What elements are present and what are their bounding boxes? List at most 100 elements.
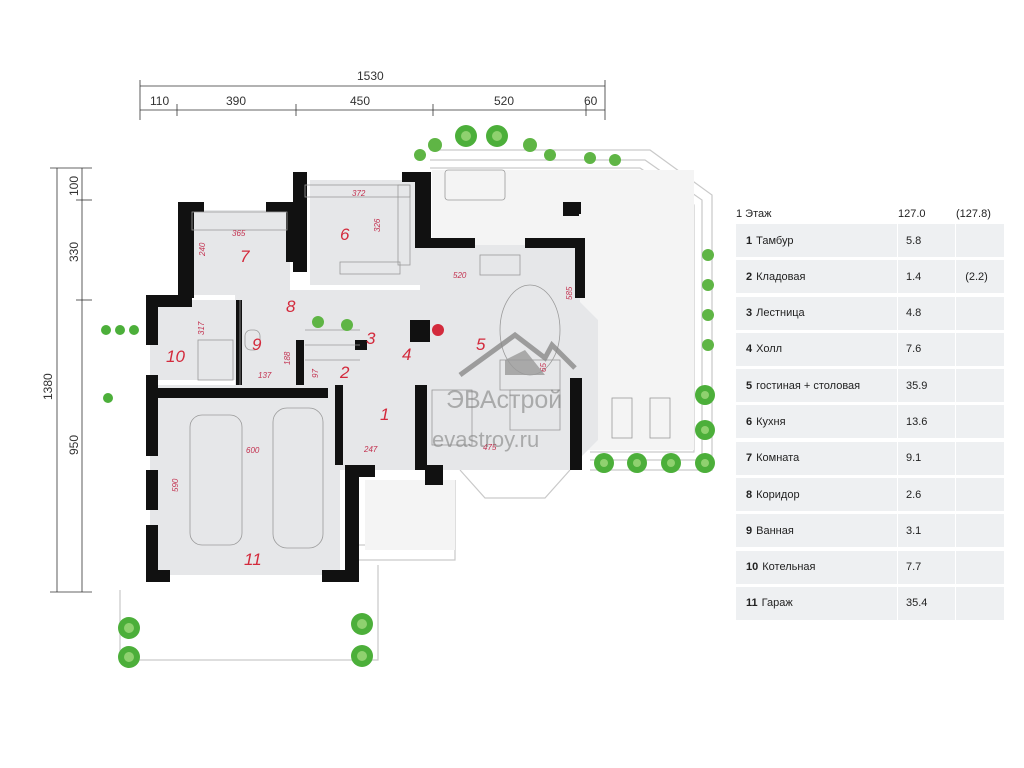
inner-dim: 585 [565,286,574,300]
room-name: Коридор [756,488,800,501]
room-name: Кухня [756,415,786,428]
dim-seg-2: 390 [226,94,246,108]
greenery [101,125,715,668]
room-name: Котельная [762,561,816,574]
room-name: гостиная + столовая [756,379,861,392]
room-name: Кладовая [756,270,806,283]
top-dimensions [139,80,606,120]
dim-v-seg-1: 100 [67,176,81,196]
watermark-site: evastroy.ru [432,427,539,452]
watermark-brand: ЭВАстрой [446,386,562,414]
inner-dim: 97 [311,369,320,378]
room-name: Ванная [756,524,794,537]
room-area-alt [955,514,997,548]
terrace-post [563,202,579,216]
room-area-alt [955,369,997,403]
dim-v-seg-3: 950 [67,435,81,455]
room-number-5: 5 [476,335,486,354]
room-area-alt: (2.2) [955,260,997,294]
room-num: 6 [746,415,753,428]
room-number-11: 11 [244,550,262,569]
inner-dim: 590 [171,478,180,492]
room-number-10: 10 [166,347,185,366]
room-num: 7 [746,452,753,465]
room-number-7: 7 [240,247,250,266]
room-num: 10 [746,561,759,574]
room-area-alt [955,550,997,584]
room-num: 9 [746,524,753,537]
room-area-alt [955,224,997,257]
dim-v-seg-2: 330 [67,242,81,262]
room-name: Лестница [756,307,805,320]
furniture [189,169,671,549]
walls [146,172,585,582]
room-num: 5 [746,379,753,392]
room-number-4: 4 [402,345,411,364]
room-num: 4 [746,343,753,356]
room-number-2: 2 [339,363,350,382]
total-area: 127.0 [898,208,926,220]
inner-dim: 240 [198,242,207,257]
dim-seg-3: 450 [350,94,370,108]
room-name: Холл [756,343,783,356]
room-name: Гараж [761,597,793,610]
room-area: 13.6 [897,405,955,439]
bay-outline [459,469,571,499]
room-number-1: 1 [380,405,389,424]
room-number-8: 8 [286,297,296,316]
room-number-6: 6 [340,225,350,244]
room-num: 8 [746,488,753,501]
room-area-alt [955,441,997,475]
room-number-3: 3 [366,329,376,348]
inner-dim: 365 [232,229,246,238]
room-area: 1.4 [897,260,955,294]
room-area-alt [955,332,997,366]
floor-label: 1 Этаж [736,208,772,220]
room-area: 7.6 [897,332,955,366]
total-height-label: 1380 [41,373,55,400]
room-area: 2.6 [897,478,955,512]
dim-seg-5: 60 [584,94,598,108]
area-table-header: 1 Этаж 127.0 (127.8) [736,204,1004,224]
room-num: 11 [746,597,758,610]
room-area-alt [955,405,997,439]
inner-dim: 137 [258,371,272,380]
interior-floor [150,180,598,575]
room-area: 4.8 [897,296,955,330]
room-name: Тамбур [756,234,794,247]
total-area-alt: (127.8) [956,208,991,220]
room-num: 3 [746,307,753,320]
room-num: 2 [746,270,753,283]
inner-dim: 317 [197,321,206,335]
room-area-alt [955,586,997,620]
inner-dim: 600 [246,446,260,455]
room-area: 5.8 [897,224,955,257]
room-area-alt [955,296,997,330]
floor-plan: 1530 1 10 390 450 520 60 1380 100 330 950 [41,69,715,668]
fireplace [432,324,444,336]
room-area: 35.4 [897,586,955,620]
inner-dim: 247 [363,445,378,454]
room-name: Комната [756,452,800,465]
inner-dim: 65 [539,363,548,372]
room-number-9: 9 [252,335,262,354]
inner-dim: 372 [352,189,366,198]
total-width-label: 1530 [357,69,384,83]
inner-dim: 475 [483,443,497,452]
dim-seg-4: 520 [494,94,514,108]
inner-dim: 188 [283,351,292,365]
inner-dim: 520 [453,271,467,280]
watermark: ЭВАстрой evastroy.ru [432,331,577,452]
